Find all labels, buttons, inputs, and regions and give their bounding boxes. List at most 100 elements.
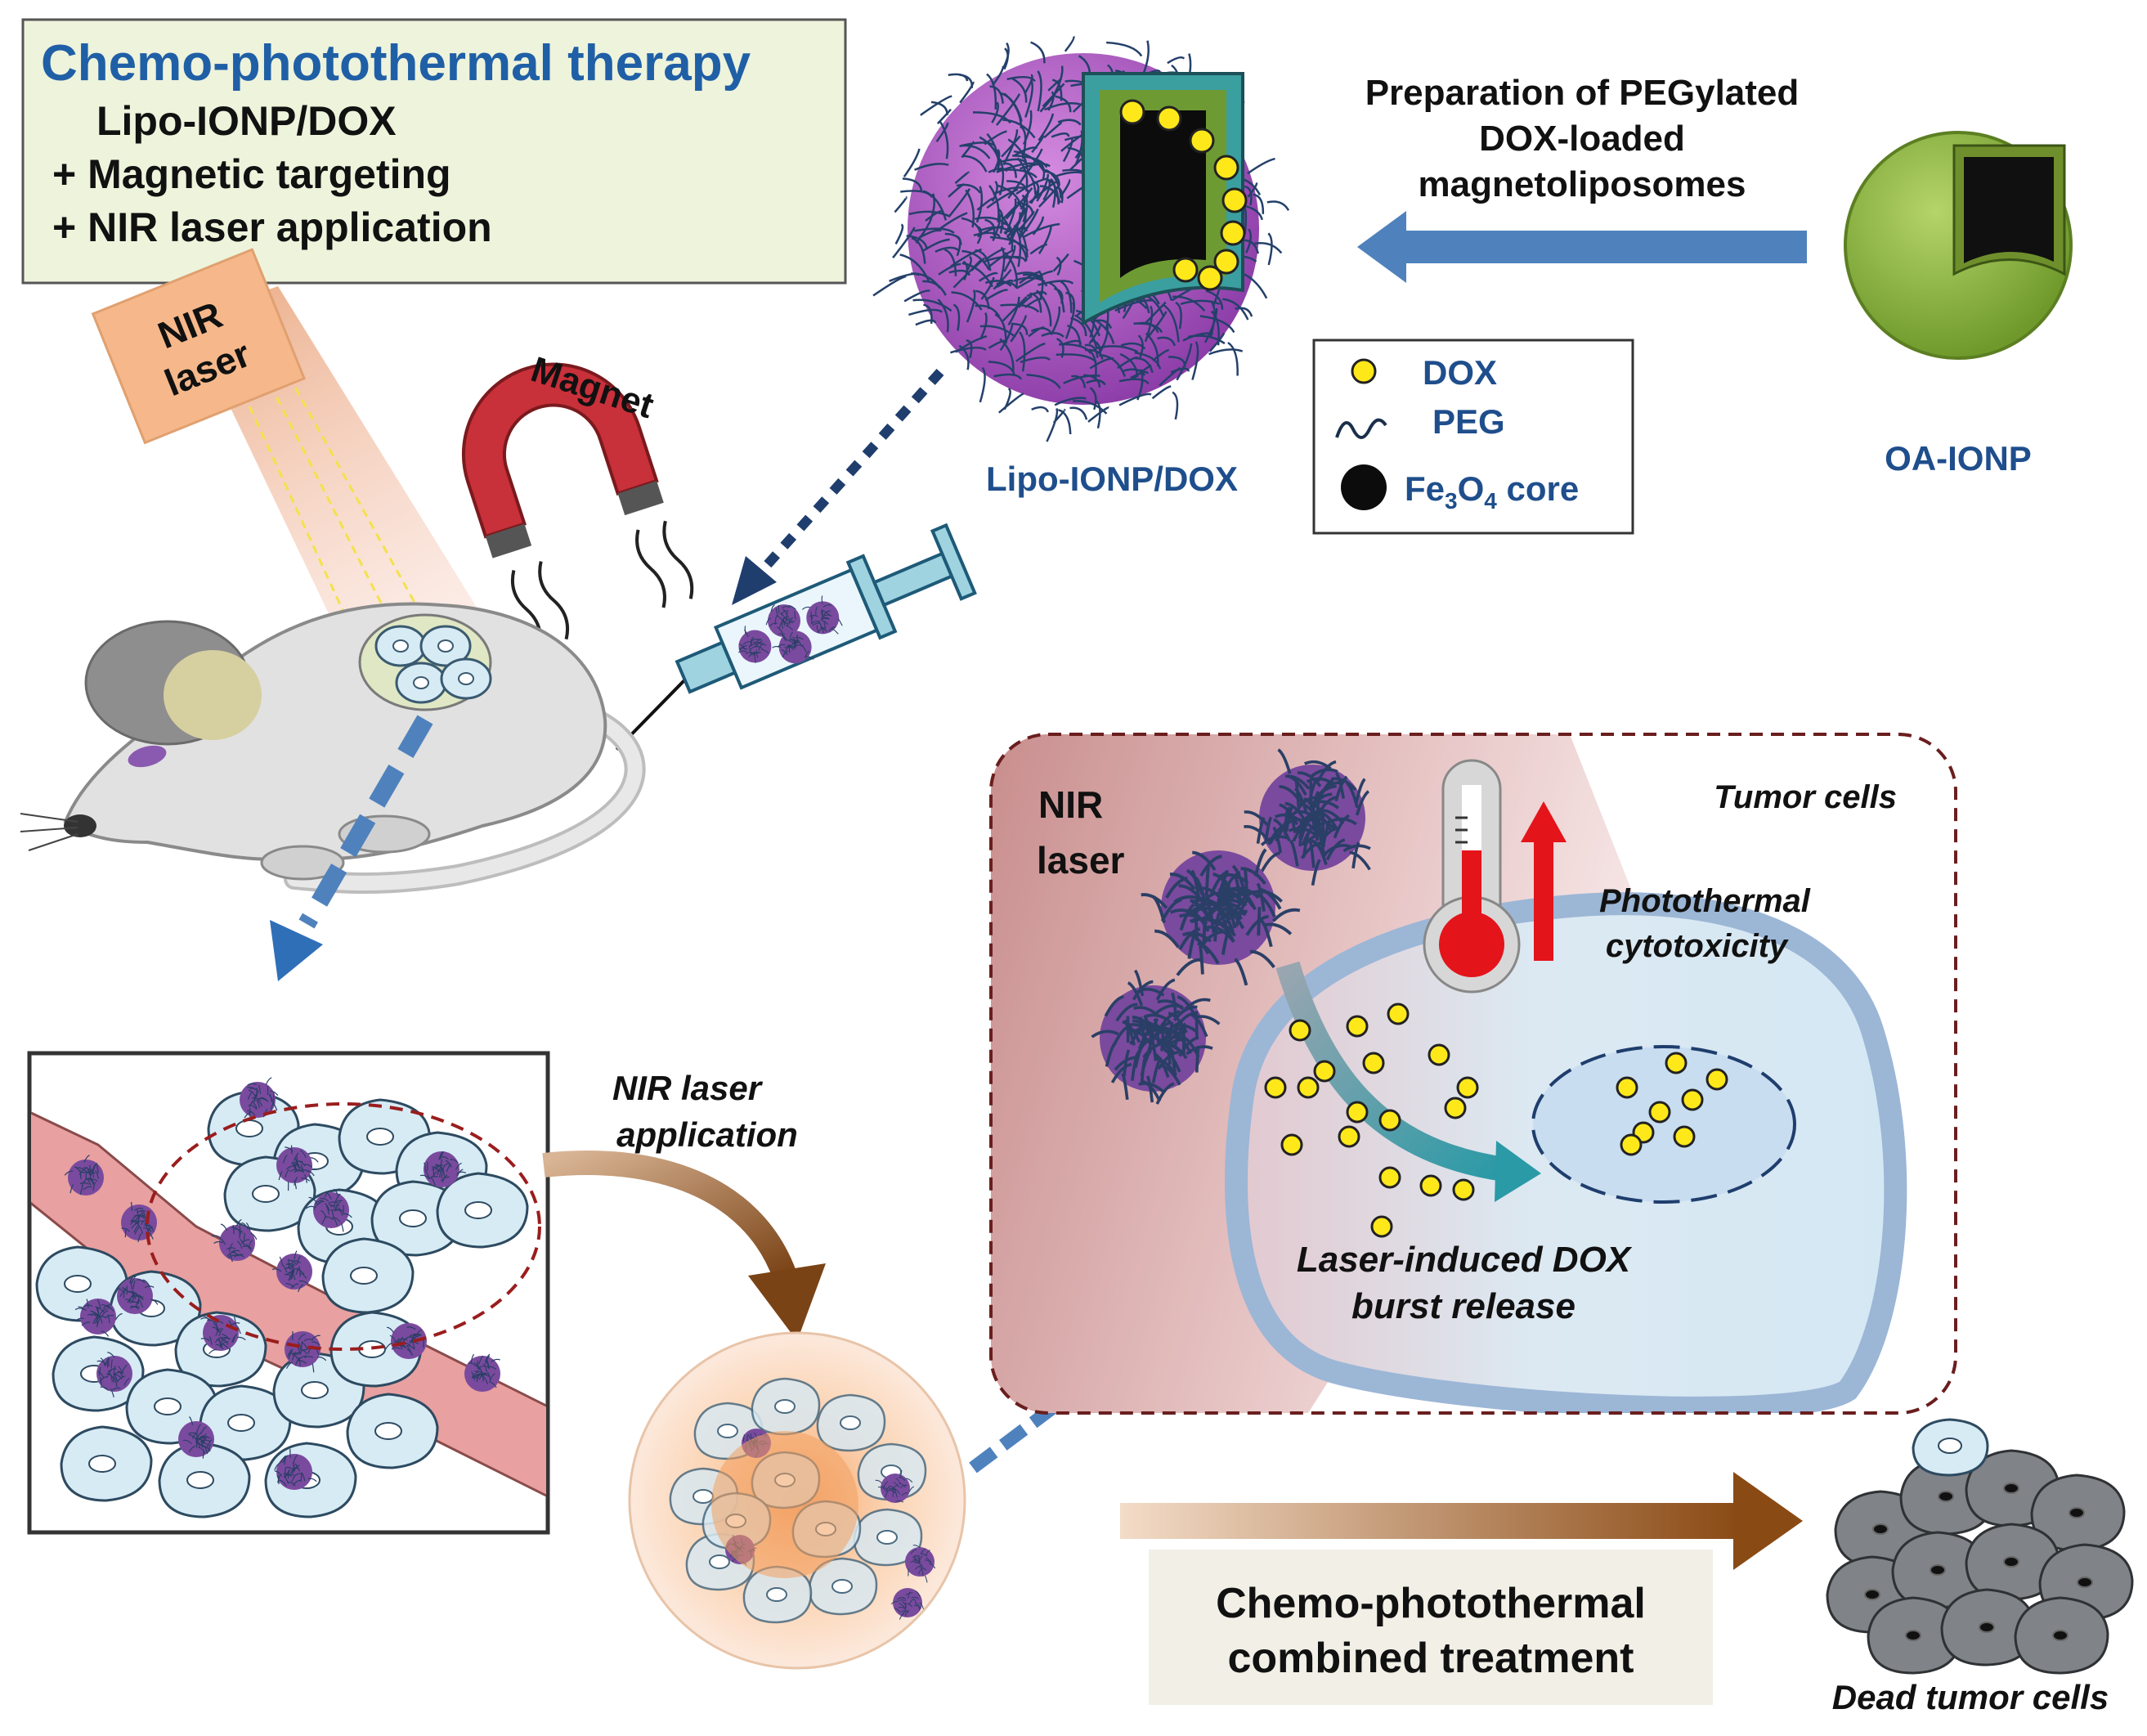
dox-dot (1378, 1109, 1401, 1132)
dox-dot (1220, 220, 1246, 246)
combined-treatment-box: Chemo-photothermal combined treatment (1149, 1550, 1713, 1705)
curved-treatment-arrow (542, 1151, 826, 1341)
dox-dot (1346, 1101, 1369, 1124)
legend-core-icon (1341, 464, 1387, 510)
title-line-3: + NIR laser application (52, 204, 492, 250)
dox-dot (1172, 257, 1199, 283)
tumor-cells-label: Tumor cells (1714, 779, 1897, 815)
legend-core: Fe3O4 core (1405, 469, 1579, 514)
inset-nanoparticle (1244, 748, 1371, 886)
dox-dot (1681, 1088, 1704, 1111)
title-line-2: + Magnetic targeting (52, 151, 451, 197)
nir-application-label-2: application (616, 1115, 798, 1154)
syringe-nanoparticle (765, 604, 800, 638)
dox-dot (1338, 1125, 1360, 1148)
tissue-nanoparticle (464, 1353, 500, 1392)
dox-dot (1616, 1076, 1638, 1099)
tissue-nanoparticle (274, 1448, 317, 1490)
dox-dot (1362, 1052, 1385, 1074)
dox-dot (1156, 105, 1182, 132)
preparation-arrow (1357, 211, 1807, 283)
combined-treatment-arrow (1120, 1472, 1803, 1570)
dox-dot (1264, 1076, 1287, 1099)
tumor-nanoparticle (905, 1545, 936, 1583)
magnet (461, 362, 694, 648)
tumor-nanoparticle (890, 1588, 924, 1620)
dox-dot (1705, 1068, 1728, 1091)
dox-dot (1378, 1166, 1401, 1189)
legend-peg: PEG (1432, 402, 1505, 441)
mechanism-inset: NIR laser Tumor cells Photothermal cytot… (989, 733, 1957, 1415)
lipo-ionp-dox-label: Lipo-IONP/DOX (986, 460, 1238, 498)
oa-ionp-label: OA-IONP (1885, 439, 2032, 478)
injection-arrow (732, 368, 944, 605)
dead-cells-label: Dead tumor cells (1832, 1678, 2109, 1716)
preparation-text: Preparation of PEGylated DOX-loaded magn… (1365, 73, 1800, 204)
burst-release-label-1: Laser-induced DOX (1297, 1240, 1633, 1280)
tissue-nanoparticle (74, 1299, 123, 1337)
dox-dot (1456, 1076, 1479, 1099)
tissue-nanoparticle (305, 1188, 352, 1232)
preparation-line-2: DOX-loaded (1479, 119, 1685, 159)
dox-dot (1387, 1003, 1410, 1025)
tissue-nanoparticle (285, 1330, 327, 1373)
tissue-nanoparticle (271, 1250, 312, 1293)
dox-dot (1189, 128, 1215, 154)
tissue-nanoparticle (96, 1352, 132, 1397)
tissue-nanoparticle (276, 1145, 319, 1191)
zoom-arrow (270, 715, 433, 981)
tissue-nanoparticle (240, 1077, 279, 1119)
lipo-dox-dots (1119, 99, 1248, 291)
inset-nir-label-1: NIR (1038, 783, 1103, 826)
mouse (20, 602, 646, 894)
thermometer-icon (1423, 759, 1521, 994)
legend-dox-icon (1351, 358, 1377, 384)
inset-nir-label-2: laser (1037, 839, 1125, 881)
lipo-ionp-dox-particle (872, 35, 1290, 442)
syringe-nanoparticle (772, 630, 814, 664)
dox-dot (1648, 1101, 1671, 1124)
inset-nanoparticle (1091, 969, 1221, 1105)
dox-dot (1419, 1174, 1442, 1197)
tissue-nanoparticle (211, 1218, 258, 1263)
title-heading: Chemo-photothermal therapy (41, 35, 751, 92)
dox-dot (1673, 1125, 1696, 1148)
dox-dot (1313, 1060, 1336, 1083)
tissue-nanoparticle (116, 1275, 159, 1314)
dox-dot (1221, 187, 1248, 213)
preparation-line-3: magnetoliposomes (1419, 164, 1746, 204)
dox-dot (1280, 1133, 1303, 1156)
legend-peg-icon (1335, 418, 1387, 439)
dox-dot (1346, 1015, 1369, 1038)
dox-dot (1213, 155, 1239, 181)
legend-dox: DOX (1423, 353, 1497, 392)
inset-nanoparticle (1141, 848, 1301, 986)
title-line-1: Lipo-IONP/DOX (96, 98, 397, 144)
tissue-nanoparticle (178, 1416, 214, 1459)
legend-box: DOX PEG Fe3O4 core (1312, 339, 1634, 535)
dox-dot (1297, 1076, 1320, 1099)
dox-dot (1213, 249, 1239, 275)
nir-application-label-1: NIR laser (612, 1069, 764, 1107)
preparation-line-1: Preparation of PEGylated (1365, 73, 1800, 113)
syringe (615, 523, 977, 751)
tissue-nanoparticle (200, 1315, 246, 1354)
syringe-nanoparticle (801, 595, 843, 635)
photothermal-label-2: cytotoxicity (1606, 928, 1789, 964)
dox-dot (1370, 1215, 1393, 1238)
tumor-region (628, 1331, 966, 1670)
tissue-nanoparticle (419, 1151, 467, 1187)
photothermal-label-1: Photothermal (1599, 883, 1811, 919)
tissue-box (27, 1051, 550, 1535)
combined-label-1: Chemo-photothermal (1216, 1580, 1646, 1627)
nir-laser-source: NIR laser (91, 248, 491, 679)
burst-release-label-2: burst release (1351, 1286, 1576, 1326)
tissue-nanoparticle (64, 1155, 104, 1195)
dox-dot (1197, 265, 1223, 291)
dox-dot (1452, 1178, 1475, 1201)
dox-dot (1289, 1019, 1311, 1042)
combined-label-2: combined treatment (1228, 1635, 1634, 1682)
dox-dot (1665, 1052, 1688, 1074)
